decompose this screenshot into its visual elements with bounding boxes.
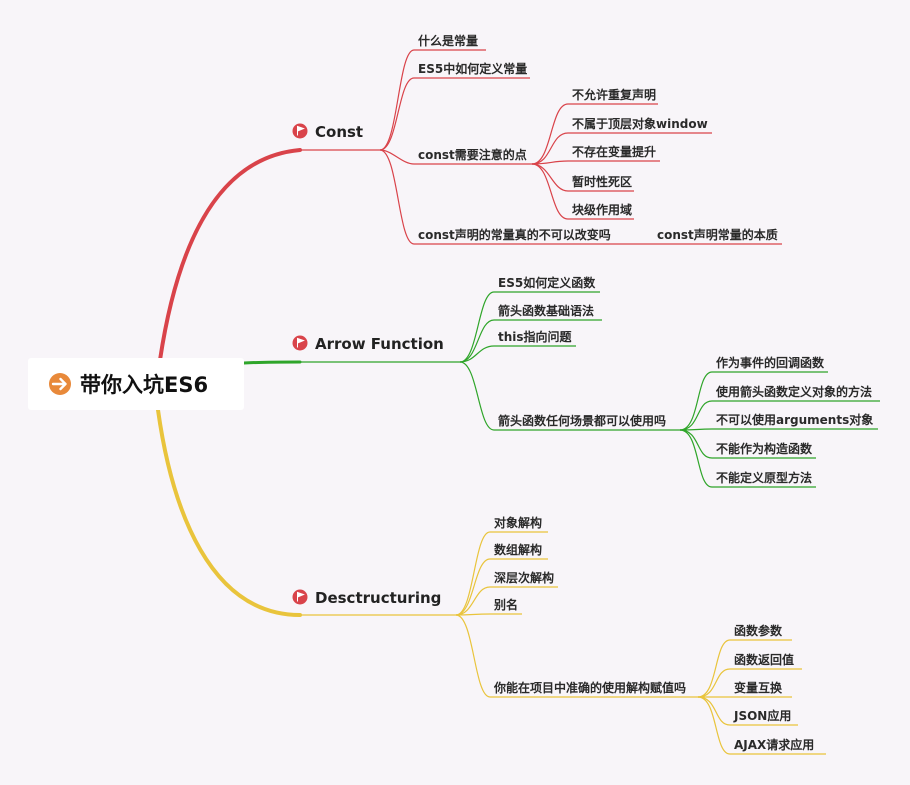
const-truly-constant-child[interactable]: const声明常量的本质 xyxy=(657,227,778,242)
destructuring-branch-label[interactable]: Desctructuring xyxy=(315,589,441,607)
arrow-connectors xyxy=(459,291,880,488)
destructuring-connectors xyxy=(455,531,826,755)
const-notes-child[interactable]: 暂时性死区 xyxy=(572,174,632,189)
arrow-scenario-child[interactable]: 不能作为构造函数 xyxy=(716,441,813,456)
root-box xyxy=(28,358,244,410)
const-branch: Const 什么是常量 ES5中如何定义常量 c xyxy=(292,33,782,245)
const-branch-label[interactable]: Const xyxy=(315,123,363,141)
destructuring-item-deep[interactable]: 深层次解构 xyxy=(494,570,554,585)
arrow-item-es5-func[interactable]: ES5如何定义函数 xyxy=(498,275,596,290)
destructuring-usage-child[interactable]: 函数参数 xyxy=(734,623,783,638)
root-to-const-curve xyxy=(158,148,302,362)
destructuring-usage-child[interactable]: 变量互换 xyxy=(734,680,783,695)
destructuring-branch: Desctructuring 对象解构 数组解构 深层次解 xyxy=(292,515,826,755)
arrow-branch-label[interactable]: Arrow Function xyxy=(315,335,444,353)
root-to-arrow-curve xyxy=(242,360,302,365)
const-connectors xyxy=(379,49,782,245)
destructuring-usage-child[interactable]: 函数返回值 xyxy=(734,652,794,667)
destructuring-item-usage[interactable]: 你能在项目中准确的使用解构赋值吗 xyxy=(493,680,686,695)
destructuring-item-object[interactable]: 对象解构 xyxy=(494,515,542,530)
const-notes-child[interactable]: 不存在变量提升 xyxy=(572,144,656,159)
const-notes-child[interactable]: 不属于顶层对象window xyxy=(572,116,708,131)
arrow-branch: Arrow Function ES5如何定义函数 箭头函数基础语法 this指向… xyxy=(292,275,880,488)
arrow-item-this[interactable]: this指向问题 xyxy=(498,329,573,344)
root-node[interactable]: 带你入坑ES6 xyxy=(28,358,244,410)
const-item-truly-constant[interactable]: const声明的常量真的不可以改变吗 xyxy=(418,227,611,242)
const-notes-child[interactable]: 块级作用域 xyxy=(572,202,632,217)
root-to-destructuring-curve xyxy=(156,408,302,617)
const-item-es5-define[interactable]: ES5中如何定义常量 xyxy=(418,61,527,76)
const-notes-child[interactable]: 不允许重复声明 xyxy=(572,87,656,102)
root-title: 带你入坑ES6 xyxy=(80,373,208,397)
destructuring-item-alias[interactable]: 别名 xyxy=(493,597,518,612)
destructuring-flag-icon xyxy=(292,589,308,605)
arrow-item-syntax[interactable]: 箭头函数基础语法 xyxy=(498,303,594,318)
arrow-scenario-child[interactable]: 不能定义原型方法 xyxy=(716,470,812,485)
destructuring-usage-child[interactable]: AJAX请求应用 xyxy=(734,737,814,752)
const-item-what-is[interactable]: 什么是常量 xyxy=(418,33,478,48)
arrow-scenario-child[interactable]: 作为事件的回调函数 xyxy=(716,355,825,370)
arrow-scenario-child[interactable]: 使用箭头函数定义对象的方法 xyxy=(715,384,872,399)
arrow-flag-icon xyxy=(292,335,308,351)
arrow-scenario-child[interactable]: 不可以使用arguments对象 xyxy=(716,412,873,427)
const-item-notes[interactable]: const需要注意的点 xyxy=(418,147,527,162)
destructuring-item-array[interactable]: 数组解构 xyxy=(494,542,542,557)
arrow-item-scenarios[interactable]: 箭头函数任何场景都可以使用吗 xyxy=(498,413,666,428)
const-flag-icon xyxy=(292,123,308,139)
destructuring-usage-child[interactable]: JSON应用 xyxy=(733,708,791,723)
